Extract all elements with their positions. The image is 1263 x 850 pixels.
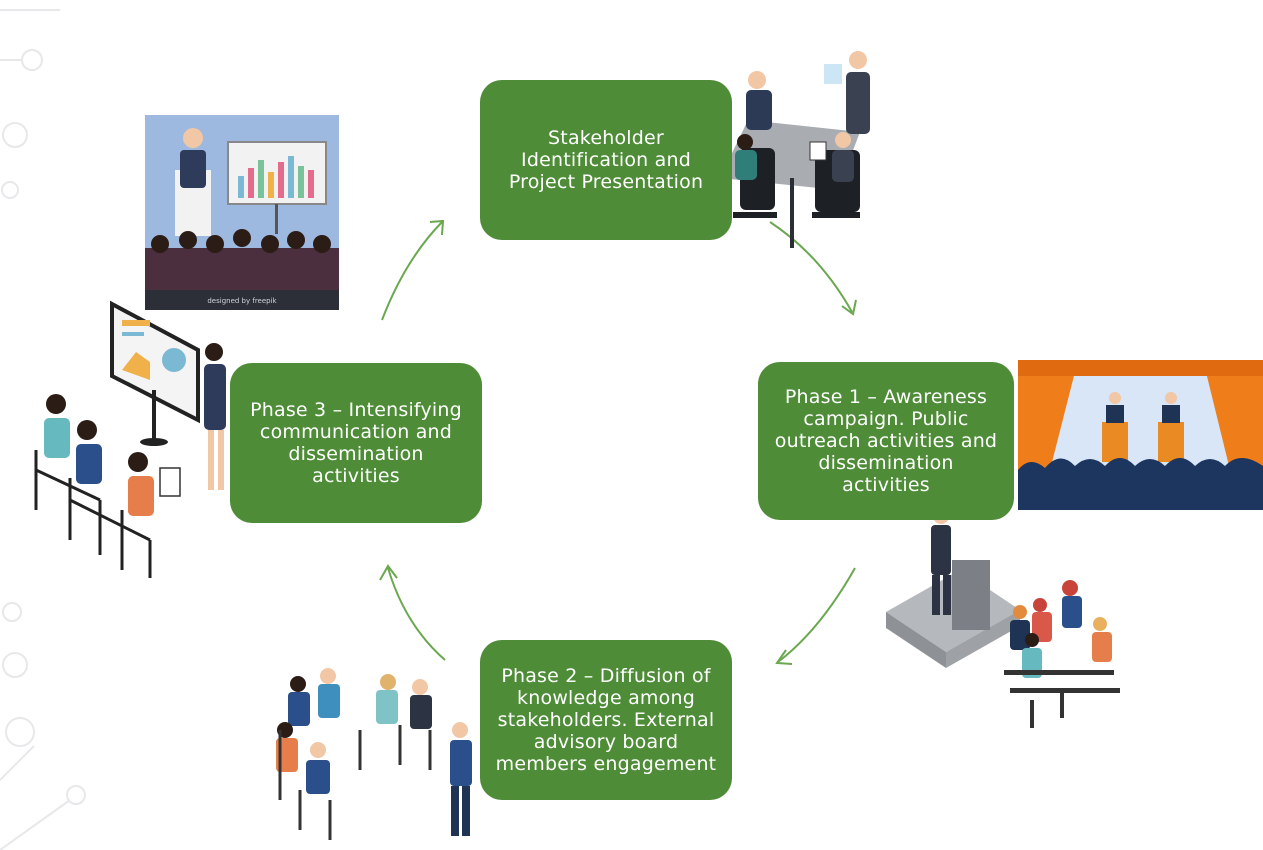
group-discussion-circle-illustration — [276, 668, 472, 840]
cycle-arrows — [381, 221, 856, 663]
step-phase-3: Phase 3 – Intensifying communication and… — [230, 363, 482, 523]
presenter-chart-audience-illustration — [34, 300, 226, 578]
arrow-heads — [379, 219, 857, 665]
circuit-decoration — [0, 9, 86, 850]
debate-stage-illustration — [1018, 360, 1263, 510]
speaker-podium-audience-illustration — [886, 508, 1120, 728]
presentation-screen-audience-illustration: designed by freepik — [145, 115, 339, 310]
step-phase-1-label: Phase 1 – Awareness campaign. Public out… — [774, 386, 998, 496]
arrow-stakeholder-to-phase1 — [769, 221, 853, 313]
arrow-phase3-to-stakeholder — [381, 221, 443, 321]
arrow-phase2-to-phase3 — [387, 567, 446, 661]
step-stakeholder-label: Stakeholder Identification and Project P… — [508, 127, 704, 193]
meeting-table-illustration — [720, 51, 870, 248]
step-stakeholder-identification: Stakeholder Identification and Project P… — [480, 80, 732, 240]
arrow-phase1-to-phase2 — [777, 567, 856, 663]
step-phase-1: Phase 1 – Awareness campaign. Public out… — [758, 362, 1014, 520]
step-phase-2: Phase 2 – Diffusion of knowledge among s… — [480, 640, 732, 800]
step-phase-3-label: Phase 3 – Intensifying communication and… — [250, 399, 462, 487]
step-phase-2-label: Phase 2 – Diffusion of knowledge among s… — [495, 665, 717, 775]
freepik-watermark: designed by freepik — [207, 297, 277, 305]
